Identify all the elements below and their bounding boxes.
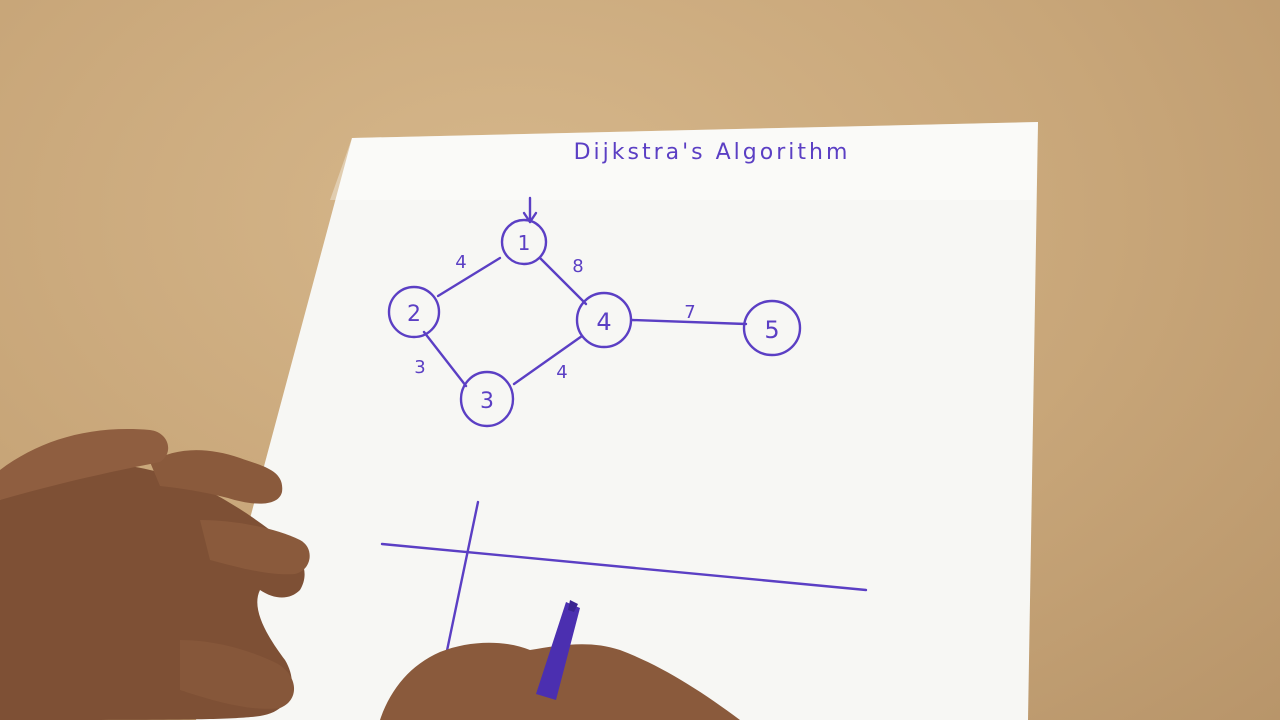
graph-node-4: 4 [575,291,633,349]
edge-1-4 [538,256,588,306]
graph-edges [422,256,748,388]
table-axes [380,500,868,667]
node-label-1: 1 [518,231,531,255]
left-hand-finger-index [150,450,283,504]
edge-2-3 [422,330,468,388]
paper-shade [330,122,1038,200]
left-hand-finger-ring [200,520,310,575]
graph-node-1: 1 [500,218,548,266]
right-hand [380,600,740,720]
node-label-2: 2 [407,302,421,327]
edge-4-5 [630,318,748,326]
edge-weights: 4 8 3 4 7 [414,252,695,383]
node-label-4: 4 [596,308,611,336]
edge-weight-1-2: 4 [455,252,466,273]
paper-sheet [196,122,1038,720]
graph-node-2: 2 [387,285,441,339]
left-hand-thumb [180,640,295,709]
edge-1-2 [436,256,502,298]
edge-weight-4-5: 7 [684,302,695,323]
graph-node-5: 5 [742,299,802,357]
node-label-5: 5 [764,316,779,344]
marker-tip [568,600,578,612]
table-horizontal-line [380,542,868,592]
table-vertical-line [442,500,480,667]
left-hand [0,429,310,720]
graph-node-3: 3 [459,370,515,428]
page-title: Dijkstra's Algorithm [574,140,851,165]
marker-pen [536,602,580,700]
left-hand-finger-middle [0,429,169,500]
edge-weight-2-3: 3 [414,357,425,378]
edge-weight-3-4: 4 [556,362,567,383]
edge-3-4 [512,334,584,386]
edge-weight-1-4: 8 [572,256,583,277]
node-label-3: 3 [480,389,494,414]
